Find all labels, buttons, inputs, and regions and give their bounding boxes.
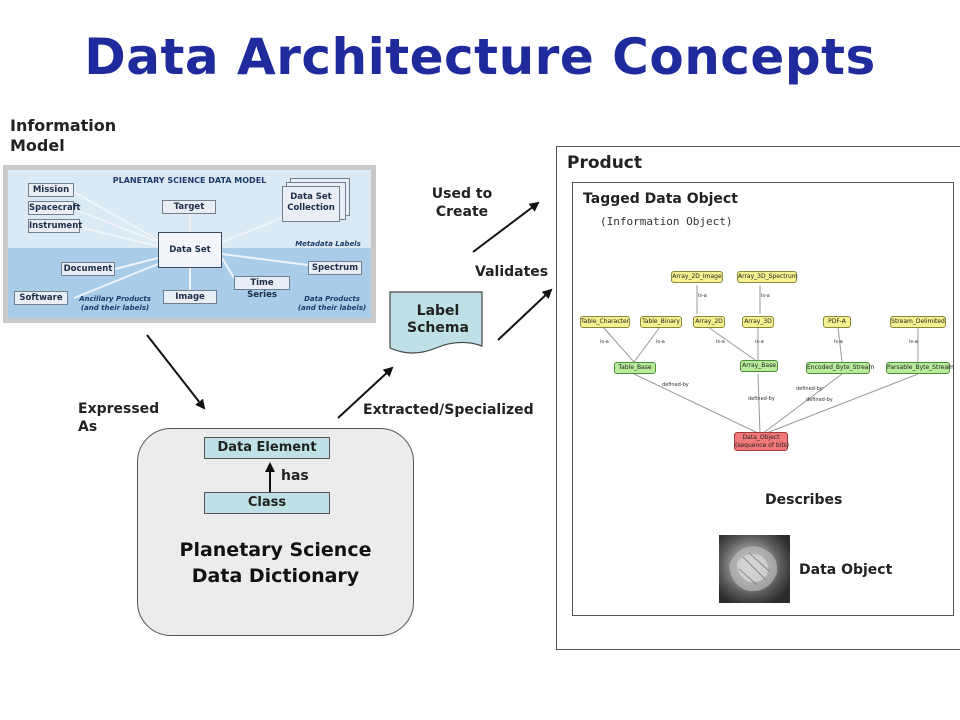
node-table-character: Table_Character (580, 316, 630, 328)
edge-label-is-a: is-a (761, 293, 770, 299)
data-object-label: Data Object (799, 562, 893, 578)
extracted-label: Extracted/Specialized (363, 402, 534, 418)
describes-label: Describes (765, 492, 843, 508)
node-table-binary: Table_Binary (640, 316, 682, 328)
im-metadata-note: Metadata Labels (295, 240, 361, 248)
edge-label-is-a: is-a (600, 339, 609, 345)
node-parsable-byte-stream: Parsable_Byte_Stream (886, 362, 954, 374)
im-mission-box: Mission (28, 183, 74, 197)
edge-label-is-a: is-a (656, 339, 665, 345)
label-schema-document (389, 291, 483, 354)
product-title: Product (567, 153, 642, 173)
validates-arrow (497, 288, 553, 341)
has-arrow (265, 462, 275, 494)
expressed-as-arrow (146, 334, 206, 410)
node-array-base: Array_Base (740, 360, 778, 372)
node-array-3d: Array_3D (742, 316, 774, 328)
data-dictionary-box (137, 428, 414, 636)
tagged-data-object-title: Tagged Data Object (583, 191, 738, 207)
validates-label: Validates (475, 264, 549, 280)
im-image-box: Image (163, 290, 217, 304)
used-to-create-label: Used to Create (431, 186, 493, 220)
edge-label-is-a: is-a (909, 339, 918, 345)
node-array-2d-image: Array_2D_Image (671, 271, 723, 283)
im-target-box: Target (162, 200, 216, 214)
edge-label-is-a: is-a (755, 339, 764, 345)
node-array-2d: Array_2D (693, 316, 725, 328)
im-document-box: Document (61, 262, 115, 276)
node-stream-delimited: Stream_Delimited (890, 316, 946, 328)
im-data-products-note: Data Products (and their labels) (297, 295, 367, 312)
edge-label-is-a: is-a (698, 293, 707, 299)
im-heading: PLANETARY SCIENCE DATA MODEL (112, 176, 267, 185)
im-spectrum-box: Spectrum (308, 261, 362, 275)
used-to-create-arrow (472, 201, 540, 253)
class-box: Class (204, 492, 330, 514)
edge-label-is-a: is-a (716, 339, 725, 345)
edge-label-is-a: is-a (834, 339, 843, 345)
edge-label-defined-by: defined-by (806, 397, 833, 403)
im-spacecraft-box: Spacecraft (28, 201, 81, 215)
im-time-series-box: Time Series (234, 276, 290, 300)
expressed-as-label: Expressed As (78, 401, 160, 435)
information-model-picture: PLANETARY SCIENCE DATA MODEL Mission Spa… (8, 170, 371, 318)
im-data-set-box: Data Set (158, 232, 222, 268)
tagged-data-object-subtitle: (Information Object) (600, 215, 733, 228)
label-schema-text: Label Schema (407, 303, 469, 336)
im-instrument-box: Instrument (28, 219, 83, 233)
node-table-base: Table_Base (614, 362, 656, 374)
im-connectors (73, 191, 309, 299)
data-element-box: Data Element (204, 437, 330, 459)
node-encoded-byte-stream: Encoded_Byte_Stream (806, 362, 874, 374)
data-object-image (719, 535, 790, 603)
page-title: Data Architecture Concepts (84, 28, 876, 86)
has-label: has (281, 468, 309, 484)
class-graph-edges (602, 285, 919, 435)
node-array-3d-spectrum: Array_3D_Spectrum (737, 271, 798, 283)
data-dictionary-name: Planetary Science Data Dictionary (179, 539, 372, 587)
edge-label-defined-by: defined-by (796, 386, 823, 392)
information-model-label: Information Model (10, 116, 117, 155)
data-object-image-texture (729, 546, 778, 592)
node-pdf-a: PDF-A (823, 316, 851, 328)
edge-label-defined-by: defined-by (662, 382, 689, 388)
edge-label-defined-by: defined-by (748, 396, 775, 402)
im-data-set-collection-box: Data Set Collection (282, 186, 340, 222)
node-data-object: Data_Object (sequence of bits) (734, 432, 790, 451)
extracted-arrow (337, 366, 394, 419)
im-software-box: Software (14, 291, 68, 305)
im-ancillary-note: Ancillary Products (and their labels) (79, 295, 151, 312)
